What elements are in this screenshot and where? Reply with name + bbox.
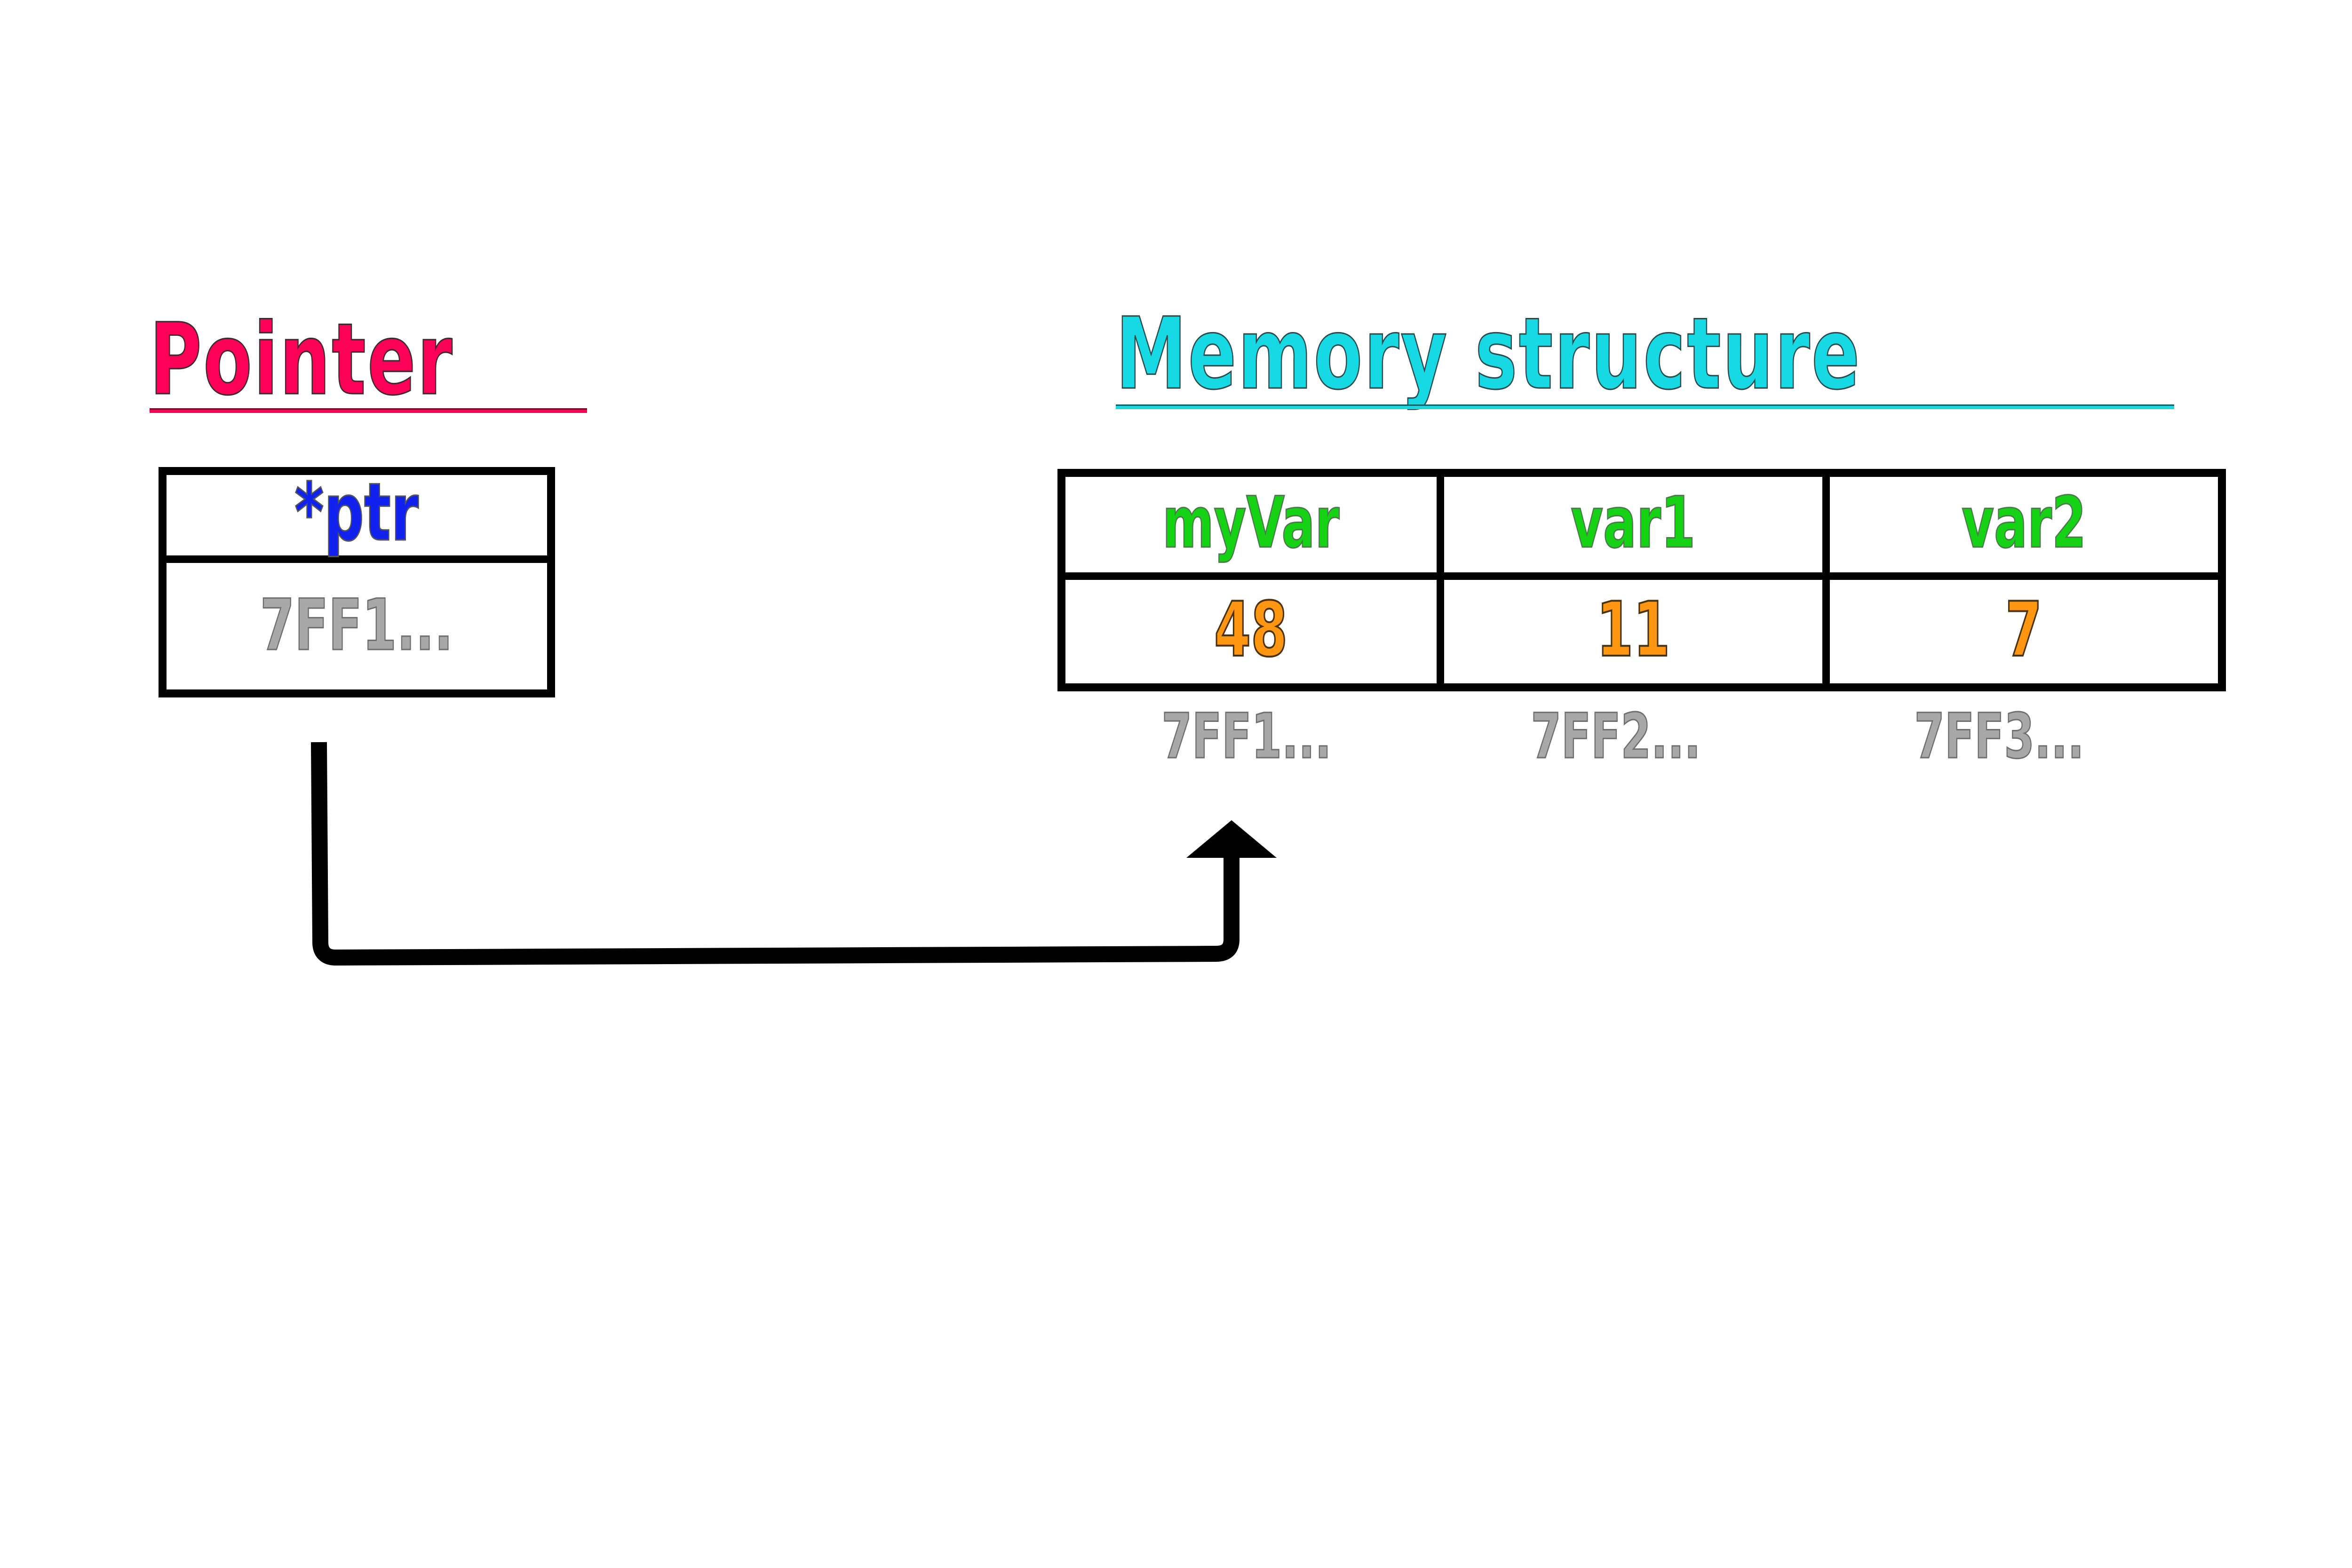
arrow-head-icon	[1186, 820, 1277, 858]
memory-header-label-var1: var1	[1570, 482, 1696, 564]
memory-header-label-myvar: myVar	[1162, 482, 1340, 564]
memory-table-header-row: myVar var1 var2	[1065, 477, 2218, 580]
memory-header-cell-myvar: myVar	[1065, 477, 1444, 572]
memory-value-cell-var1: 11	[1444, 580, 1830, 683]
pointer-title-underline	[150, 408, 587, 413]
memory-header-cell-var2: var2	[1830, 477, 2218, 572]
pointer-box: *ptr 7FF1...	[159, 467, 555, 697]
memory-title-underline	[1116, 404, 2174, 409]
pointer-name-label: *ptr	[294, 466, 419, 559]
memory-value-cell-myvar: 48	[1065, 580, 1444, 683]
memory-value-cell-var2: 7	[1830, 580, 2218, 683]
pointer-address-cell: 7FF1...	[167, 563, 547, 689]
memory-value-label-myvar: 48	[1214, 586, 1288, 673]
pointer-section-title: Pointer	[149, 302, 454, 417]
memory-table-value-row: 48 11 7	[1065, 580, 2218, 683]
memory-header-label-var2: var2	[1961, 482, 2087, 564]
arrow-path	[311, 742, 1240, 966]
memory-value-label-var1: 11	[1596, 586, 1670, 673]
memory-address-label-1: 7FF2...	[1530, 700, 1701, 773]
memory-value-label-var2: 7	[2005, 586, 2043, 673]
memory-address-label-0: 7FF1...	[1161, 700, 1332, 773]
memory-header-cell-var1: var1	[1444, 477, 1830, 572]
memory-address-label-2: 7FF3...	[1914, 700, 2084, 773]
pointer-address-label: 7FF1...	[260, 584, 454, 666]
memory-section-title: Memory structure	[1115, 296, 1861, 412]
pointer-name-cell: *ptr	[167, 466, 547, 563]
memory-table: myVar var1 var2 48 11 7	[1057, 469, 2226, 691]
